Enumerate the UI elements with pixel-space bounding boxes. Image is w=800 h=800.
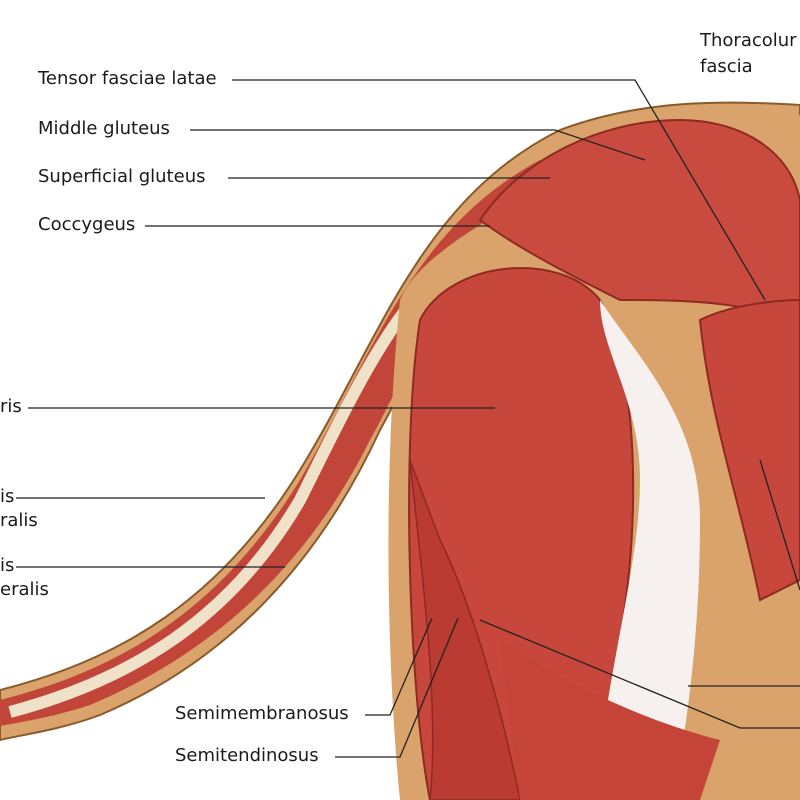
label-middle-gluteus: Middle gluteus <box>38 118 170 139</box>
label-tensor-fasciae-latae: Tensor fasciae latae <box>38 68 217 89</box>
label-fascia: fascia <box>700 56 753 77</box>
label-thoracolumbar: Thoracolur <box>700 30 797 51</box>
label-semimembranosus: Semimembranosus <box>175 703 349 724</box>
label-ris: ris <box>0 396 22 417</box>
label-is-1: is <box>0 486 15 507</box>
label-is-2: is <box>0 555 15 576</box>
label-superficial-gluteus: Superficial gluteus <box>38 166 206 187</box>
fascia-white <box>600 300 700 760</box>
semitendinosus-muscle <box>409 459 521 800</box>
label-ralis: ralis <box>0 510 38 531</box>
label-semitendinosus: Semitendinosus <box>175 745 319 766</box>
lower-leg <box>500 640 720 800</box>
thigh-right <box>698 298 800 602</box>
label-eralis: eralis <box>0 579 49 600</box>
label-coccygeus: Coccygeus <box>38 214 136 235</box>
